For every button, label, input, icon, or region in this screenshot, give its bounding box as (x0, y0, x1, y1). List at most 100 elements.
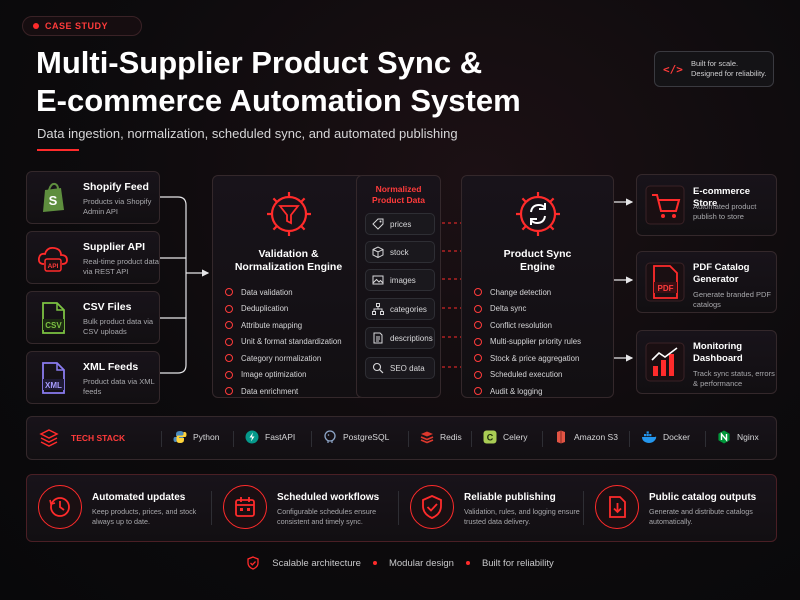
svg-text:C: C (487, 433, 494, 443)
tool-name: Python (193, 432, 220, 442)
download-doc-icon (595, 485, 639, 529)
validation-step: Category normalization (225, 350, 342, 367)
check-icon (225, 337, 233, 346)
feature-name: Public catalog outputs (649, 492, 757, 503)
output-desc: Automated product publish to store (693, 202, 757, 221)
validation-steps: Data validation Deduplication Attribute … (225, 284, 342, 400)
data-field-images: images (365, 269, 435, 291)
source-name: CSV Files (83, 301, 132, 313)
tool-name: Nginx (737, 432, 759, 442)
divider (629, 431, 630, 447)
python-icon (173, 431, 187, 443)
footer-tagline: Scalable architecture Modular design Bui… (0, 556, 800, 570)
case-study-badge: CASE STUDY (22, 16, 142, 36)
step-label: Data enrichment (241, 386, 299, 396)
tech-stack-heading: TECH STACK (39, 428, 125, 448)
badge-dot (33, 23, 39, 29)
tool-name: Docker (663, 432, 690, 442)
output-name-line-1: PDF Catalog (693, 262, 750, 273)
layers-icon (39, 429, 59, 447)
divider (471, 431, 472, 447)
source-shopify-feed[interactable]: S Shopify Feed Products via Shopify Admi… (26, 171, 160, 224)
badge-label: CASE STUDY (45, 21, 109, 31)
shield-icon (247, 556, 259, 570)
normalized-data-card[interactable]: Normalized Product Data prices stock ima… (356, 175, 441, 398)
source-supplier-api[interactable]: API Supplier API Real-time product data … (26, 231, 160, 284)
output-ecommerce-store[interactable]: E-commerce Store Automated product publi… (636, 174, 777, 236)
validation-step: Data enrichment (225, 383, 342, 400)
source-desc: Products via Shopify Admin API (83, 197, 152, 216)
source-desc: Product data via XML feeds (83, 377, 155, 396)
feature-desc: Generate and distribute catalogs automat… (649, 507, 753, 526)
validation-step: Attribute mapping (225, 317, 342, 334)
tech-stack-label: TECH STACK (71, 433, 126, 443)
sync-step: Audit & logging (474, 383, 581, 400)
check-icon (225, 288, 233, 297)
output-name: Monitoring Dashboard (693, 341, 743, 364)
svg-text:CSV: CSV (45, 321, 62, 330)
search-icon (372, 362, 384, 374)
step-label: Conflict resolution (490, 320, 552, 330)
field-label: images (390, 275, 416, 285)
engine-title-line-1: Product Sync (503, 248, 572, 260)
title-line-1: Multi-Supplier Product Sync & (36, 45, 483, 80)
engine-title-line-2: Normalization Engine (234, 261, 343, 273)
divider (398, 491, 399, 525)
divider (311, 431, 312, 447)
validation-step: Data validation (225, 284, 342, 301)
box-icon (372, 246, 384, 258)
svg-text:PDF: PDF (658, 284, 674, 293)
separator-dot (465, 561, 470, 565)
validation-step: Unit & format standardization (225, 334, 342, 351)
pdf-icon: PDF (645, 262, 685, 302)
step-label: Stock & price aggregation (490, 353, 580, 363)
tool-python: Python (161, 430, 220, 447)
normalized-title-line-2: Product Data (372, 195, 425, 205)
sync-engine-card[interactable]: Product Sync Engine Change detection Del… (461, 175, 614, 398)
tool-redis: Redis (408, 430, 462, 447)
tagline-text: Built for scale. Designed for reliabilit… (691, 59, 766, 79)
output-pdf-catalog[interactable]: PDF PDF Catalog Generator Generate brand… (636, 251, 777, 313)
divider (233, 431, 234, 447)
cloud-api-icon: API (37, 246, 68, 272)
validation-step: Image optimization (225, 367, 342, 384)
check-icon (225, 321, 233, 330)
divider (542, 431, 543, 447)
svg-text:S: S (49, 193, 58, 208)
source-csv-files[interactable]: CSV CSV Files Bulk product data via CSV … (26, 291, 160, 344)
csv-file-icon: CSV (42, 302, 65, 334)
step-label: Delta sync (490, 304, 527, 314)
data-field-prices: prices (365, 213, 435, 235)
amazon-s3-icon (557, 430, 565, 444)
cart-icon (645, 185, 685, 225)
output-desc: Generate branded PDF catalogs (693, 290, 771, 309)
output-desc: Track sync status, errors & performance (693, 369, 775, 388)
postgresql-icon (324, 430, 336, 443)
tech-stack-bar: TECH STACK Python FastAPI PostgreSQL Red… (26, 416, 777, 460)
source-xml-feeds[interactable]: XML XML Feeds Product data via XML feeds (26, 351, 160, 404)
features-bar: Automated updates Keep products, prices,… (26, 474, 777, 542)
tagline-line-1: Built for scale. (691, 59, 739, 68)
validation-engine-card[interactable]: Validation & Normalization Engine Data v… (212, 175, 365, 398)
divider (705, 431, 706, 447)
step-label: Attribute mapping (241, 320, 303, 330)
tool-name: PostgreSQL (343, 432, 390, 442)
gear-sync-icon (515, 192, 560, 236)
page-subtitle: Data ingestion, normalization, scheduled… (37, 126, 458, 141)
xml-file-icon: XML (42, 362, 65, 394)
check-icon (474, 321, 482, 330)
check-icon (474, 354, 482, 363)
step-label: Image optimization (241, 370, 307, 380)
data-field-descriptions: descriptions (365, 327, 435, 349)
source-name: Shopify Feed (83, 181, 149, 193)
tool-postgresql: PostgreSQL (311, 430, 390, 447)
feature-desc: Validation, rules, and logging ensure tr… (464, 507, 580, 526)
tool-name: FastAPI (265, 432, 296, 442)
data-field-categories: categories (365, 298, 435, 320)
check-icon (225, 354, 233, 363)
output-monitoring-dashboard[interactable]: Monitoring Dashboard Track sync status, … (636, 330, 777, 394)
divider (583, 491, 584, 525)
engine-title-line-1: Validation & (258, 248, 319, 260)
nginx-icon (718, 430, 730, 444)
shield-check-icon (410, 485, 454, 529)
